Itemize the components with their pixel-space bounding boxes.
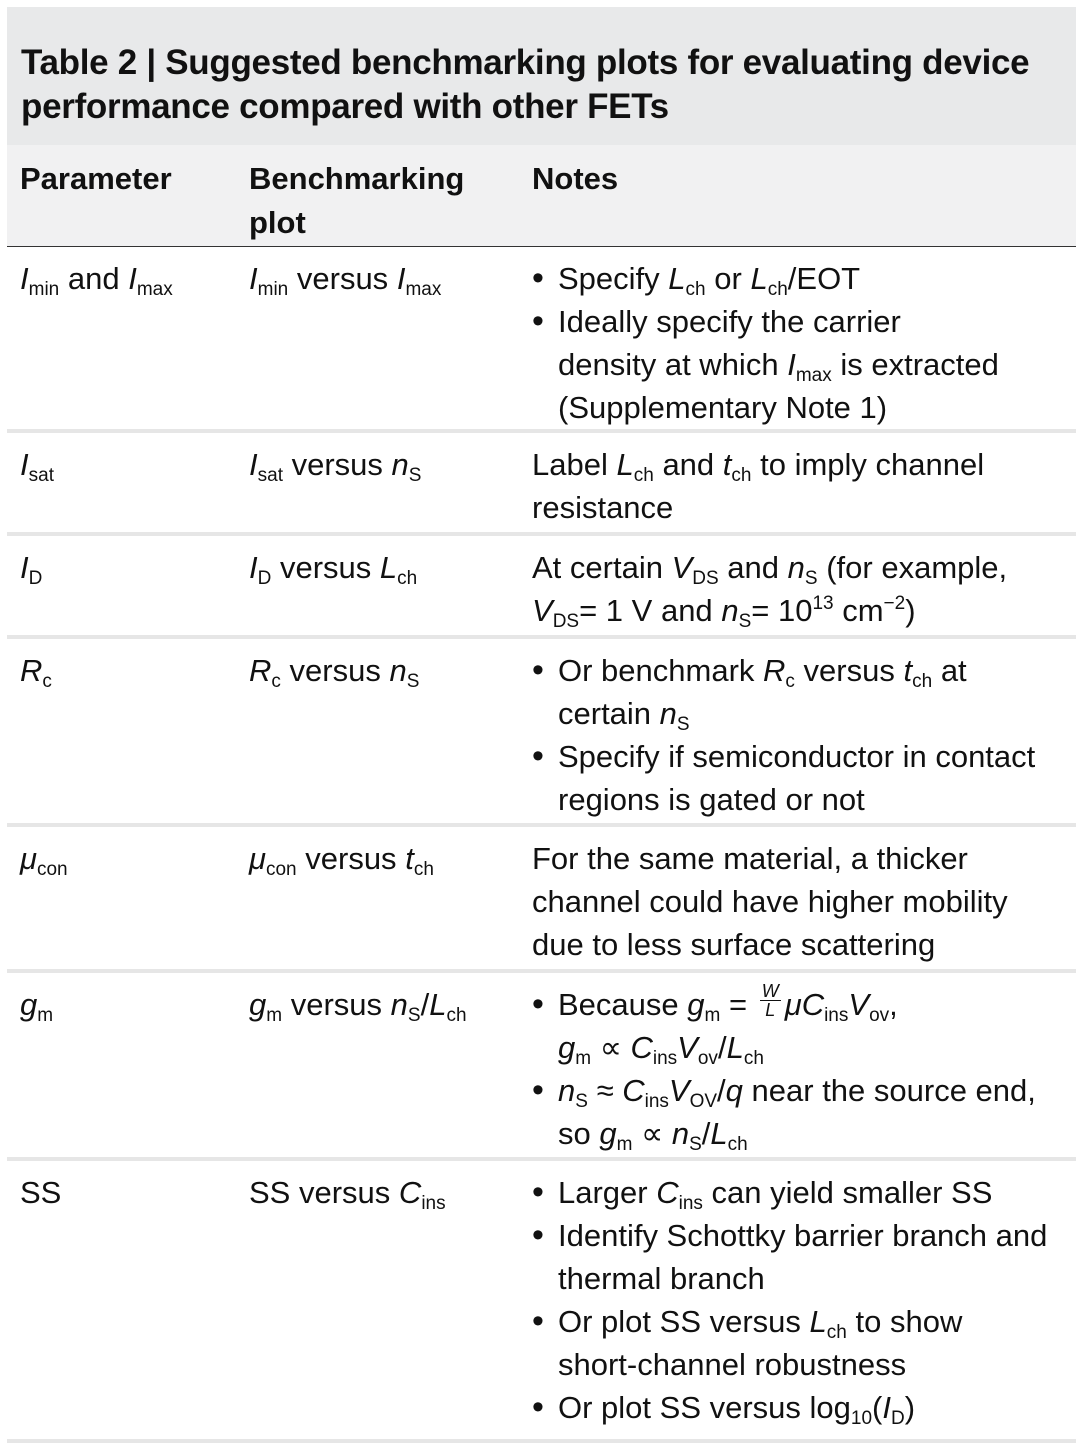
row-parameter: Rc (20, 653, 52, 692)
row-parameter: gm (20, 987, 54, 1026)
header-parameter: Parameter (20, 161, 172, 196)
list-item: Or plot SS versus log10(ID) (532, 1386, 1072, 1429)
caption-line-2: performance compared with other FETs (21, 87, 669, 126)
header-notes: Notes (532, 161, 619, 196)
table-row: gm gm versus nS/Lch Because gm = WLμCins… (7, 973, 1076, 1161)
row-notes: At certain VDS and nS (for example, VDS=… (532, 550, 1008, 632)
list-item: Specify Lch or Lch/EOT (532, 257, 1072, 300)
table-row: μcon μcon versus tch For the same materi… (7, 827, 1076, 973)
row-notes: Specify Lch or Lch/EOT Ideally specify t… (532, 257, 1072, 429)
list-item: Or plot SS versus Lch to show short-chan… (532, 1300, 1072, 1386)
row-parameter: ID (20, 550, 43, 589)
list-item: Larger Cins can yield smaller SS (532, 1171, 1072, 1214)
row-parameter: μcon (20, 841, 68, 880)
row-notes: Or benchmark Rc versus tch at certain nS… (532, 649, 1072, 821)
list-item: Ideally specify the carrier density at w… (532, 300, 1072, 429)
row-notes: Larger Cins can yield smaller SS Identif… (532, 1171, 1072, 1429)
list-item: nS ≈ CinsVOV/q near the source end, so g… (532, 1069, 1072, 1155)
header-plot-line-2: plot (249, 205, 306, 240)
list-item: Or benchmark Rc versus tch at certain nS (532, 649, 1072, 735)
benchmark-table: Table 2 | Suggested benchmarking plots f… (7, 7, 1076, 1443)
row-plot: Imin versus Imax (249, 261, 442, 300)
row-parameter: Isat (20, 447, 54, 486)
row-plot: Isat versus nS (249, 447, 422, 486)
row-plot: gm versus nS/Lch (249, 987, 467, 1026)
header-plot-line-1: Benchmarking (249, 161, 465, 196)
row-notes: For the same material, a thicker channel… (532, 841, 1008, 962)
table-header-row: Parameter Benchmarking plot Notes (7, 145, 1076, 247)
table-row: Rc Rc versus nS Or benchmark Rc versus t… (7, 639, 1076, 827)
list-item: Identify Schottky barrier branch and the… (532, 1214, 1072, 1300)
list-item: Specify if semiconductor in contact regi… (532, 735, 1072, 821)
row-plot: μcon versus tch (249, 841, 434, 880)
table-row: Imin and Imax Imin versus Imax Specify L… (7, 247, 1076, 433)
table-row: Isat Isat versus nS Label Lch and tch to… (7, 433, 1076, 536)
table-row: SS SS versus Cins Larger Cins can yield … (7, 1161, 1076, 1443)
table-caption: Table 2 | Suggested benchmarking plots f… (7, 7, 1076, 145)
row-plot: Rc versus nS (249, 653, 420, 692)
header-benchmarking-plot: Benchmarking plot (249, 157, 524, 245)
row-parameter: SS (20, 1175, 62, 1210)
table-row: ID ID versus Lch At certain VDS and nS (… (7, 536, 1076, 639)
row-plot: SS versus Cins (249, 1175, 446, 1214)
row-notes: Label Lch and tch to imply channel resis… (532, 447, 985, 525)
row-plot: ID versus Lch (249, 550, 418, 589)
row-parameter: Imin and Imax (20, 261, 173, 300)
caption-line-1: Table 2 | Suggested benchmarking plots f… (21, 43, 1030, 82)
